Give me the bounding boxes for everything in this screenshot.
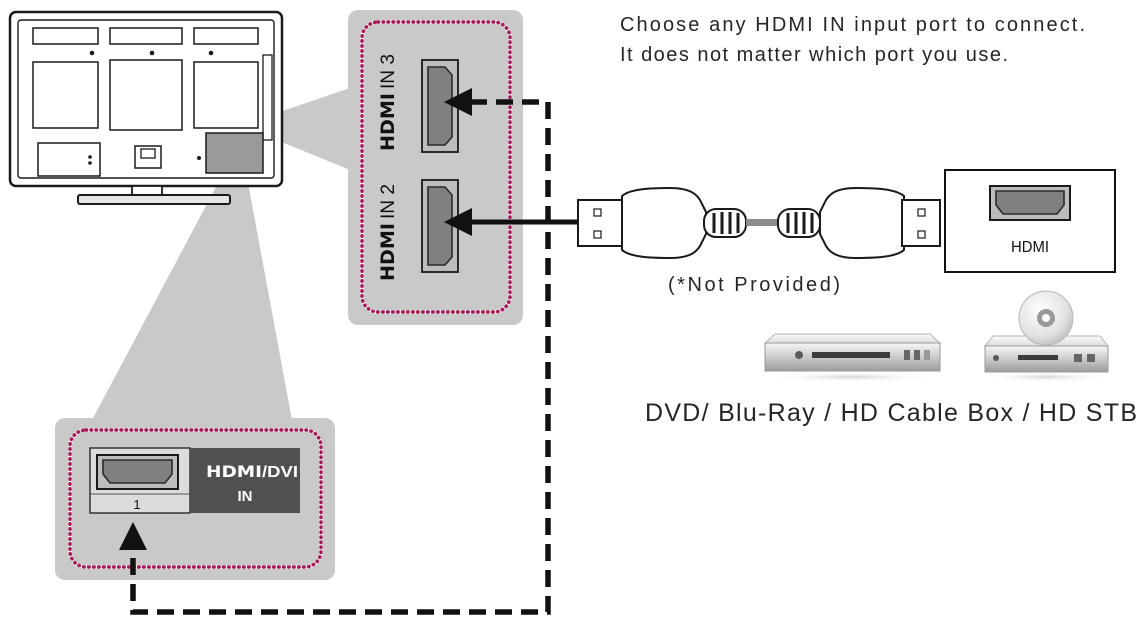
panel-dotted-border [360, 20, 512, 314]
hdmi-in-2-label: HDMI IN 2 [377, 184, 399, 281]
device-button [924, 350, 930, 360]
power-button-icon [993, 355, 999, 361]
plug-body [819, 186, 905, 260]
arrowhead-up-icon [119, 522, 147, 550]
disc-icon [1018, 290, 1074, 346]
tv-cover-left [32, 61, 99, 129]
tv-screw-icon [89, 50, 95, 56]
solid-connection-arrow [444, 208, 580, 236]
tv-hdmi-area-highlight [205, 132, 264, 174]
tv-screw-icon [197, 156, 201, 160]
instruction-line-2: It does not matter which port you use. [620, 44, 1008, 66]
port-socket [427, 186, 453, 266]
dvd-player-icon [762, 333, 942, 382]
device-shadow [762, 372, 942, 382]
plug-tip-hole [593, 230, 602, 239]
tv-top-cover-left [32, 27, 99, 45]
hdmi-panel-top: HDMI IN 3 HDMI IN 2 [348, 10, 523, 325]
plug-body [621, 186, 707, 260]
tv-screw-icon [149, 50, 155, 56]
plug-tip [577, 199, 625, 247]
port-socket [427, 66, 453, 146]
cable-wire [746, 219, 778, 226]
hdmi-dvi-port-1: 1 [89, 447, 191, 514]
disc-slot [1018, 355, 1058, 360]
hdmi-cable-icon [577, 186, 941, 260]
strain-relief [703, 208, 747, 238]
devices-caption: DVD/ Blu-Ray / HD Cable Box / HD STB [645, 399, 1137, 427]
tv-stand-base [77, 194, 231, 205]
tv-screw-icon [208, 50, 214, 56]
external-device-box: HDMI [944, 169, 1116, 273]
plug-tip [901, 199, 941, 247]
panel-dotted-border [68, 428, 323, 569]
tv-back-icon [8, 10, 284, 205]
arrowhead-left-icon [444, 88, 472, 116]
tv-screw-icon [88, 155, 92, 159]
port-socket [102, 459, 173, 484]
tv-inner-frame [17, 19, 275, 179]
disc-slot [812, 352, 890, 358]
hdmi-dvi-label-background [190, 448, 300, 513]
disc-hole [1042, 314, 1050, 322]
device-hdmi-label: HDMI [1011, 239, 1049, 256]
tv-screw-icon [88, 161, 92, 165]
tv-cover-center [109, 59, 183, 131]
plug-tip-hole [917, 230, 926, 239]
device-button [1087, 354, 1095, 362]
hdmi-panel-side: 1 HDMI/DVI IN [55, 418, 335, 580]
tv-stand-mount-inner [140, 148, 156, 159]
hdmi-logo-text: HDMI [377, 93, 399, 151]
cable-not-provided-note: (*Not Provided) [668, 274, 840, 296]
port-label-text: IN 2 [378, 184, 399, 219]
device-hdmi-port [995, 190, 1065, 215]
strain-relief [777, 208, 821, 238]
device-button [904, 350, 910, 360]
arrowhead-left-icon [444, 208, 472, 236]
hdmi-logo-text: HDMI [206, 462, 262, 481]
device-button [914, 350, 920, 360]
tv-power-cover [37, 142, 101, 177]
plug-tip-hole [593, 208, 602, 217]
port-label-text: IN 3 [378, 54, 399, 89]
callout-wedge-side-panel [92, 172, 292, 420]
power-button-icon [795, 351, 803, 359]
dashed-alternate-arrow [119, 88, 551, 615]
plug-tip-hole [917, 208, 926, 217]
port-number-label: 1 [133, 497, 140, 512]
cable-plug-right [777, 186, 941, 260]
callout-wedge-top-panel [262, 88, 350, 170]
cable-plug-left [577, 186, 747, 260]
panel-background [348, 10, 523, 325]
tv-top-cover-center [109, 27, 183, 45]
device-shadow [980, 372, 1112, 382]
dashed-route-line [130, 99, 551, 615]
disc-player-icon [980, 290, 1112, 382]
device-button [1074, 354, 1082, 362]
hdmi-dvi-label: HDMI/DVI [206, 462, 298, 481]
instruction-line-1: Choose any HDMI IN input port to connect… [620, 14, 1085, 36]
dvi-suffix-text: /DVI [262, 464, 298, 481]
hdmi-in-3-label: HDMI IN 3 [377, 54, 399, 151]
tv-side-strip [262, 54, 273, 141]
tv-cover-right [193, 61, 259, 129]
device-top-face [763, 333, 942, 344]
hdmi-logo-text: HDMI [377, 223, 399, 281]
tv-top-cover-right [193, 27, 259, 45]
hdmi-dvi-in-label: IN [238, 488, 253, 505]
